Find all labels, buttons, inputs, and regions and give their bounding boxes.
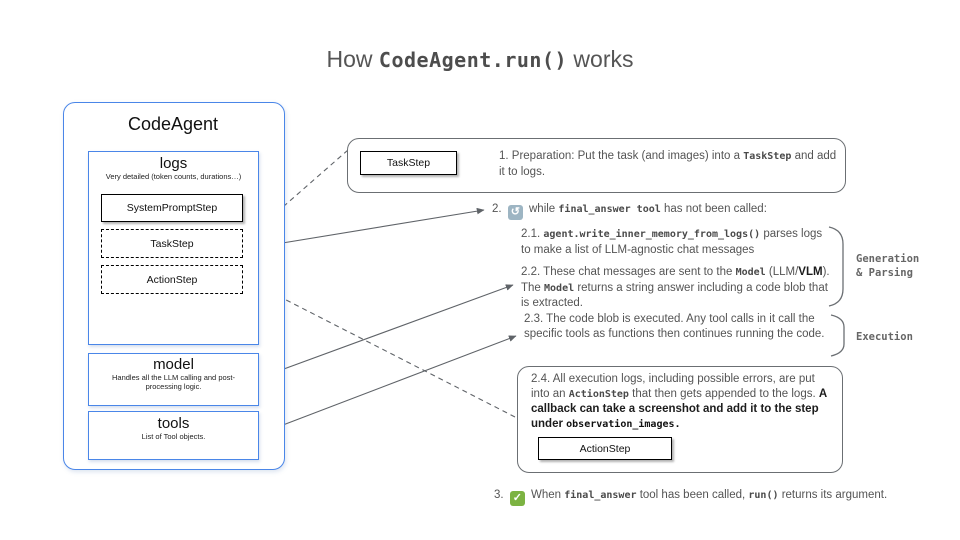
taskstep-label: TaskStep <box>150 237 194 250</box>
step21-22-block: 2.1. agent.write_inner_memory_from_logs(… <box>521 227 833 319</box>
step3-t1: When <box>531 489 565 501</box>
step3-t3: returns its argument. <box>778 489 888 501</box>
step21-code: agent.write_inner_memory_from_logs() <box>543 229 761 240</box>
arrow-logs-to-step2 <box>257 207 485 248</box>
model-subtitle: Handles all the LLM calling and post-pro… <box>112 373 235 391</box>
generation-parsing-label: Generation & Parsing <box>856 253 920 279</box>
step3-number: 3. <box>494 489 504 501</box>
loop-icon: ↺ <box>507 205 523 220</box>
step24-code-observation-images: observation_images. <box>566 418 681 430</box>
step1-code: TaskStep <box>743 151 792 162</box>
step23-t1: The code blob is executed. Any tool call… <box>524 313 825 340</box>
step22-code-model2: Model <box>544 282 575 294</box>
step22-t4: returns a string answer including a code… <box>521 281 828 310</box>
step22-number: 2.2. <box>521 266 544 278</box>
step3-code-finalanswer: final_answer <box>564 490 637 501</box>
logs-subtitle: Very detailed (token counts, durations…) <box>105 172 242 181</box>
systemprompt-step-label: SystemPromptStep <box>126 202 218 214</box>
step24-actionstep-label: ActionStep <box>579 442 631 455</box>
page-title: How CodeAgent.run() works <box>0 46 960 73</box>
execution-label: Execution <box>856 331 913 343</box>
step21-t1: parses logs to make a list of LLM-agnost… <box>521 228 823 256</box>
step21-number: 2.1. <box>521 228 544 240</box>
loop-icon-glyph: ↺ <box>510 206 520 218</box>
systemprompt-step-box: SystemPromptStep <box>101 194 243 222</box>
tools-box: tools List of Tool objects. <box>88 411 259 460</box>
step2-t1: while <box>529 203 559 215</box>
title-prefix: How <box>326 46 379 72</box>
check-icon: ✓ <box>509 491 525 506</box>
step24-code-actionstep: ActionStep <box>568 388 629 400</box>
arrow-dashed-step24-to-actionstep <box>250 281 516 418</box>
step24-t2: that then gets appended to the logs. <box>628 387 819 400</box>
tools-title: tools <box>157 415 190 432</box>
arrow-model-step22 <box>261 284 514 378</box>
step2-line: 2. ↺ while final_answer tool has not bee… <box>492 202 767 220</box>
step1-taskstep-chip: TaskStep <box>360 151 457 175</box>
step24-t1: All execution logs, including possible e… <box>531 373 815 400</box>
step22-t3: ). The <box>521 266 830 294</box>
model-box: model Handles all the LLM calling and po… <box>88 353 259 406</box>
step24-actionstep-chip: ActionStep <box>538 437 672 460</box>
step2-code: final_answer tool <box>558 204 661 215</box>
step3-line: 3. ✓ When final_answer tool has been cal… <box>494 488 887 506</box>
codeagent-title: CodeAgent <box>127 114 219 134</box>
step2-t2: has not been called: <box>660 203 767 215</box>
step24-bold-callback: A callback can take a screenshot and add… <box>531 387 827 430</box>
step22-vlm-bold: VLM <box>798 266 823 278</box>
tools-subtitle: List of Tool objects. <box>141 432 206 441</box>
title-code: CodeAgent.run() <box>378 48 568 72</box>
taskstep-box: TaskStep <box>101 229 243 258</box>
step1-t2: and add it to logs. <box>499 150 837 178</box>
step1-text: 1. Preparation: Put the task (and images… <box>499 149 839 179</box>
model-title: model <box>153 356 194 373</box>
step21-text: 2.1. agent.write_inner_memory_from_logs(… <box>521 227 833 257</box>
arrow-tools-step23 <box>261 335 517 434</box>
step3-code-run: run() <box>748 490 779 501</box>
title-suffix: works <box>567 46 634 72</box>
logs-title: logs <box>159 155 188 172</box>
step23-number: 2.3. <box>524 313 547 325</box>
step1-taskstep-label: TaskStep <box>386 157 431 169</box>
step22-code-model1: Model <box>735 267 766 278</box>
step24-text: 2.4. All execution logs, including possi… <box>531 372 831 432</box>
check-icon-glyph: ✓ <box>512 492 522 504</box>
step1-t1: Preparation: Put the task (and images) i… <box>508 150 744 162</box>
step22-text: 2.2. These chat messages are sent to the… <box>521 265 833 311</box>
actionstep-label: ActionStep <box>146 273 198 286</box>
step24-number: 2.4. <box>531 373 553 385</box>
step22-t1: These chat messages are sent to the <box>543 266 736 278</box>
step1-number: 1. <box>499 150 509 162</box>
step23-block: 2.3. The code blob is executed. Any tool… <box>524 312 839 341</box>
actionstep-box: ActionStep <box>101 265 243 294</box>
step3-t2: tool has been called, <box>636 489 749 501</box>
step22-t2: (LLM/ <box>765 266 799 278</box>
step2-number: 2. <box>492 203 502 215</box>
